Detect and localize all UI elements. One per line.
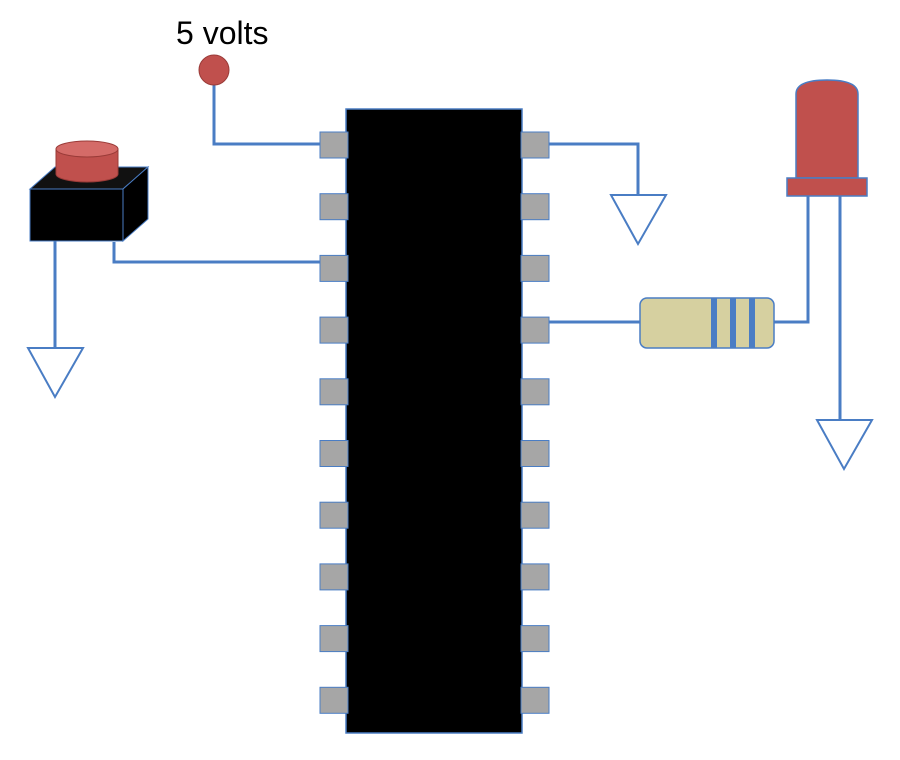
- chip-pin-left-6: [319, 440, 349, 467]
- ground-icon: [609, 194, 668, 247]
- resistor-band-3: [749, 298, 755, 348]
- chip-pin-left-2: [319, 193, 349, 221]
- chip-pin-right-3: [520, 254, 550, 282]
- chip-pin-left-7: [319, 501, 349, 529]
- push-button-cap: [55, 148, 119, 183]
- supply-voltage-label: 5 volts: [176, 15, 268, 51]
- chip-pin-left-9: [319, 625, 349, 653]
- microcontroller-chip: [319, 108, 550, 734]
- chip-pin-right-6: [520, 440, 550, 467]
- wire-button-to-pin3: [112, 242, 320, 264]
- chip-pin-right-10: [520, 686, 550, 714]
- led-flange: [786, 177, 868, 197]
- led-dome: [795, 79, 859, 179]
- chip-pins: [319, 131, 550, 714]
- wire-supply-to-pin1: [212, 84, 320, 146]
- chip-pin-left-10: [319, 686, 349, 714]
- push-button-base-front: [29, 188, 124, 242]
- chip-pin-right-9: [520, 625, 550, 653]
- led: [786, 79, 868, 197]
- chip-body: [345, 108, 523, 734]
- chip-pin-left-1: [319, 131, 349, 159]
- chip-pin-left-8: [319, 563, 349, 591]
- push-button-cap-top: [55, 140, 119, 158]
- supply-terminal: [198, 54, 230, 86]
- push-button: [28, 140, 150, 243]
- chip-pin-right-4: [520, 316, 550, 344]
- chip-pin-left-4: [319, 316, 349, 344]
- wire-resistor-to-led: [772, 196, 810, 324]
- ground-icon: [815, 419, 874, 472]
- chip-pin-right-5: [520, 378, 550, 406]
- chip-pin-right-1: [520, 131, 550, 159]
- resistor-band-2: [730, 298, 736, 348]
- chip-pin-right-7: [520, 501, 550, 529]
- resistor-band-1: [711, 298, 717, 348]
- chip-pin-left-5: [319, 378, 349, 406]
- chip-pin-right-8: [520, 563, 550, 591]
- chip-pin-right-2: [520, 193, 550, 221]
- wire-pin20-to-ground: [548, 142, 640, 196]
- wires: [53, 84, 842, 422]
- resistor: [639, 297, 775, 349]
- ground-icon: [26, 347, 85, 400]
- chip-pin-left-3: [319, 254, 349, 282]
- ground-symbols: [26, 194, 874, 472]
- resistor-body: [639, 297, 775, 349]
